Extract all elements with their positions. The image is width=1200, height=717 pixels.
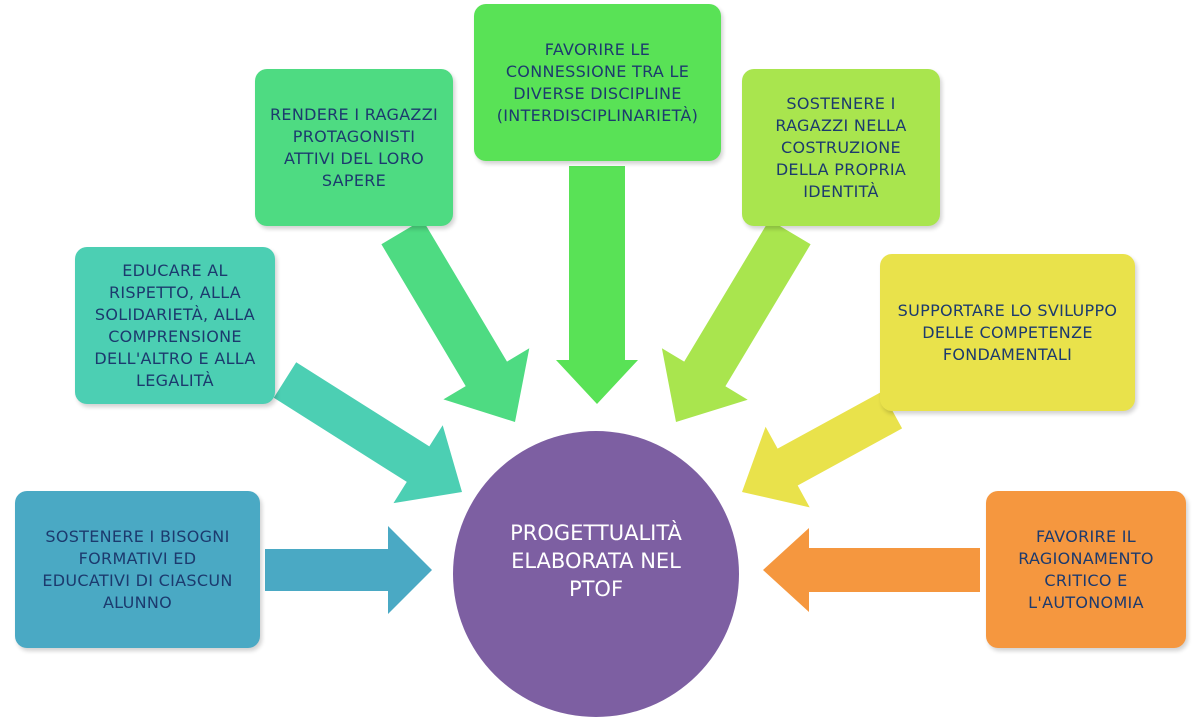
goal-box-ragazzi-protagonisti: RENDERE I RAGAZZI PROTAGONISTI ATTIVI DE… bbox=[255, 69, 453, 226]
arrow-ragionamento-critico bbox=[763, 528, 980, 612]
goal-label-educare-rispetto: EDUCARE AL RISPETTO, ALLA SOLIDARIETÀ, A… bbox=[94, 260, 256, 390]
goal-label-costruzione-identita: SOSTENERE I RAGAZZI NELLA COSTRUZIONE DE… bbox=[775, 93, 907, 201]
goal-label-interdisciplinarieta: FAVORIRE LE CONNESSIONE TRA LE DIVERSE D… bbox=[496, 39, 699, 125]
center-circle: PROGETTUALITÀ ELABORATA NEL PTOF bbox=[453, 431, 739, 717]
arrow-bisogni-formativi bbox=[265, 526, 432, 614]
arrow-educare-rispetto bbox=[273, 362, 462, 504]
goal-label-competenze-fondamentali: SUPPORTARE LO SVILUPPO DELLE COMPETENZE … bbox=[897, 300, 1118, 364]
arrow-costruzione-identita bbox=[661, 219, 811, 422]
goal-box-interdisciplinarieta: FAVORIRE LE CONNESSIONE TRA LE DIVERSE D… bbox=[474, 4, 721, 161]
goal-label-ragazzi-protagonisti: RENDERE I RAGAZZI PROTAGONISTI ATTIVI DE… bbox=[270, 104, 438, 190]
goal-box-educare-rispetto: EDUCARE AL RISPETTO, ALLA SOLIDARIETÀ, A… bbox=[75, 247, 275, 404]
arrow-ragazzi-protagonisti bbox=[381, 219, 530, 422]
goal-box-costruzione-identita: SOSTENERE I RAGAZZI NELLA COSTRUZIONE DE… bbox=[742, 69, 940, 226]
goal-label-bisogni-formativi: SOSTENERE I BISOGNI FORMATIVI ED EDUCATI… bbox=[42, 526, 233, 612]
arrow-interdisciplinarieta bbox=[556, 166, 638, 404]
goal-label-ragionamento-critico: FAVORIRE IL RAGIONAMENTO CRITICO E L'AUT… bbox=[1018, 526, 1154, 612]
arrow-competenze-fondamentali bbox=[742, 391, 903, 508]
goal-box-ragionamento-critico: FAVORIRE IL RAGIONAMENTO CRITICO E L'AUT… bbox=[986, 491, 1186, 648]
center-label: PROGETTUALITÀ ELABORATA NEL PTOF bbox=[510, 521, 682, 601]
goal-box-bisogni-formativi: SOSTENERE I BISOGNI FORMATIVI ED EDUCATI… bbox=[15, 491, 260, 648]
goal-box-competenze-fondamentali: SUPPORTARE LO SVILUPPO DELLE COMPETENZE … bbox=[880, 254, 1135, 411]
